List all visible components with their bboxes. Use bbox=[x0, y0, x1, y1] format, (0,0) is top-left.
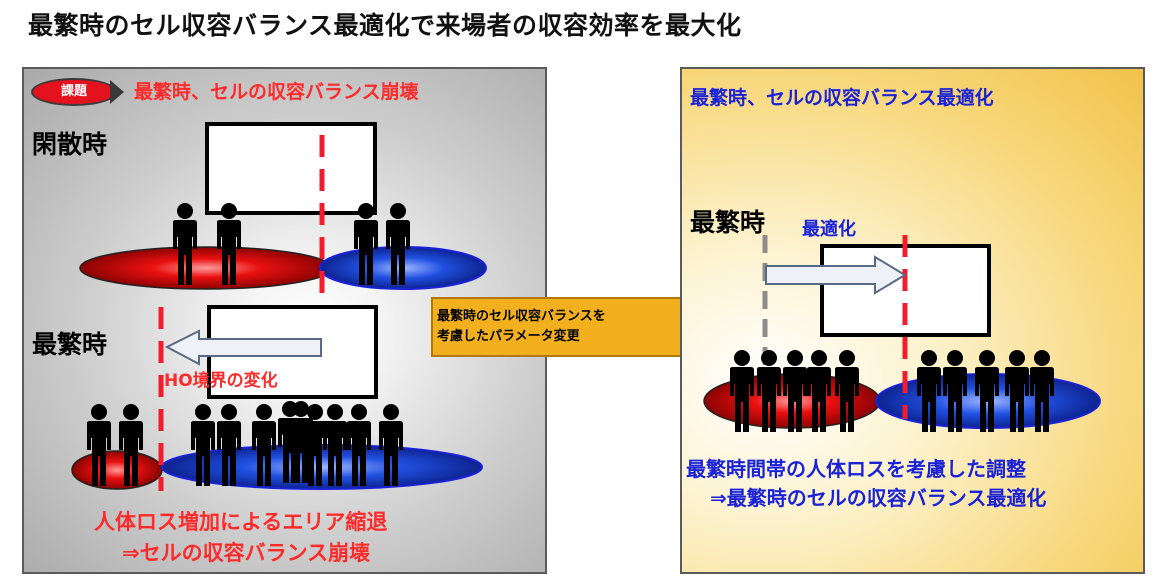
parameter-change-line2: 考慮したパラメータ変更 bbox=[437, 329, 580, 344]
person-icon bbox=[188, 404, 218, 490]
person-icon bbox=[780, 350, 810, 436]
person-icon bbox=[214, 203, 244, 289]
person-icon bbox=[972, 350, 1002, 436]
problem-conclusion-line1: 人体ロス増加によるエリア縮退 bbox=[94, 510, 388, 534]
person-icon bbox=[1027, 350, 1057, 436]
solution-conclusion-line1: 最繁時間帯の人体ロスを考慮した調整 bbox=[686, 457, 1026, 481]
optimize-shift-arrow bbox=[765, 255, 907, 295]
ho-boundary-change-label: HO境界の変化 bbox=[164, 371, 278, 391]
problem-heading: 最繁時、セルの収容バランス崩壊 bbox=[134, 81, 419, 103]
solution-conclusion-line2: ⇒最繁時のセルの収容バランス最適化 bbox=[710, 486, 1047, 510]
person-icon bbox=[1002, 350, 1032, 436]
person-icon bbox=[320, 404, 350, 490]
solution-heading: 最繁時、セルの収容バランス最適化 bbox=[690, 87, 994, 109]
badge-pointer bbox=[110, 80, 124, 104]
solution-peak-label: 最繁時 bbox=[690, 208, 766, 237]
person-icon bbox=[383, 203, 413, 289]
solution-panel: 最繁時、セルの収容バランス最適化 最繁時 最適化 最繁時間帯の人体ロスを考慮した… bbox=[680, 67, 1145, 574]
person-icon bbox=[344, 404, 374, 490]
idle-time-label: 閑散時 bbox=[32, 130, 108, 159]
person-icon bbox=[914, 350, 944, 436]
person-icon bbox=[754, 350, 784, 436]
person-icon bbox=[300, 404, 330, 490]
person-icon bbox=[351, 203, 381, 289]
person-icon bbox=[170, 203, 200, 289]
person-icon bbox=[214, 404, 244, 490]
optimize-label: 最適化 bbox=[802, 219, 856, 240]
boundary-shift-arrow bbox=[164, 329, 322, 366]
person-icon bbox=[116, 404, 146, 490]
person-icon bbox=[376, 404, 406, 490]
left-diagram-shapes bbox=[71, 122, 487, 491]
problem-conclusion-line2: ⇒セルの収容バランス崩壊 bbox=[122, 541, 371, 565]
page-title: 最繁時のセル収容バランス最適化で来場者の収容効率を最大化 bbox=[28, 11, 742, 40]
person-icon bbox=[84, 404, 114, 490]
issue-badge: 課題 bbox=[31, 78, 117, 106]
person-icon bbox=[804, 350, 834, 436]
person-icon bbox=[832, 350, 862, 436]
person-icon bbox=[727, 350, 757, 436]
person-icon bbox=[940, 350, 970, 436]
peak-time-label: 最繁時 bbox=[32, 330, 108, 359]
person-icon bbox=[249, 404, 279, 490]
parameter-change-line1: 最繁時のセル収容バランスを bbox=[437, 309, 606, 324]
idle-red-cell-area bbox=[79, 246, 333, 290]
idle-display-box bbox=[205, 122, 377, 215]
